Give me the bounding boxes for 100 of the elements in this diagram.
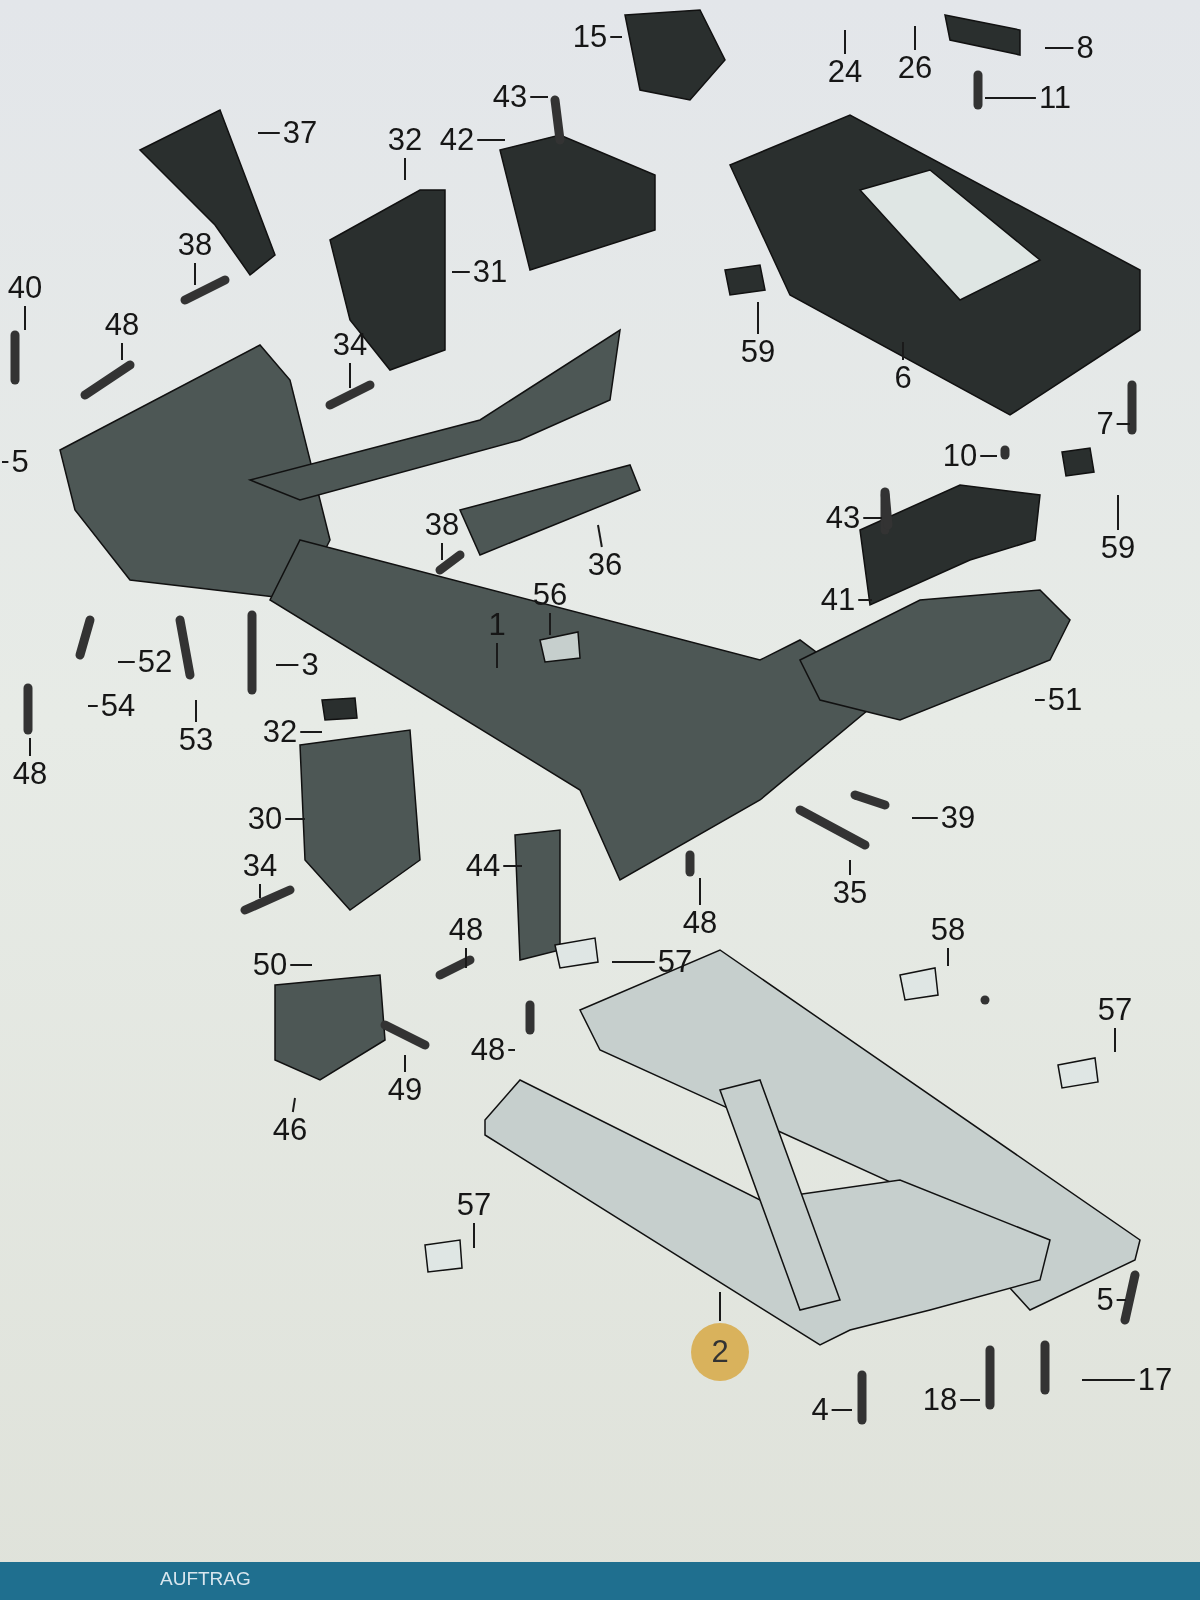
- callout-number: 43: [825, 502, 861, 534]
- leader-line: [719, 1291, 721, 1322]
- callout-number: 11: [1038, 82, 1072, 114]
- callout-number: 59: [1100, 532, 1136, 564]
- callout-number: 49: [387, 1074, 423, 1106]
- callout-number: 44: [465, 850, 501, 882]
- callout-number: 57: [657, 946, 693, 978]
- callout-number: 6: [894, 362, 912, 394]
- leader-line: [465, 947, 467, 969]
- leader-line: [914, 25, 916, 51]
- leader-line: [299, 731, 323, 733]
- callout-number: 48: [682, 907, 718, 939]
- leader-line: [1, 461, 10, 463]
- leader-line: [849, 859, 851, 876]
- leader-line: [911, 817, 939, 819]
- callout-number: 40: [7, 272, 43, 304]
- leader-line: [257, 132, 281, 134]
- callout-number: 5: [11, 446, 29, 478]
- callout-number: 36: [587, 549, 623, 581]
- leader-line: [259, 883, 261, 899]
- leader-line: [502, 865, 523, 867]
- callout-number: 43: [492, 81, 528, 113]
- leader-line: [451, 271, 471, 273]
- leader-line: [476, 139, 506, 141]
- callout-number: 17: [1137, 1364, 1173, 1396]
- callout-number: 48: [470, 1034, 506, 1066]
- leader-line: [1044, 47, 1075, 49]
- callout-number: 52: [137, 646, 173, 678]
- callout-number: 41: [820, 584, 856, 616]
- callout-number: 8: [1076, 32, 1094, 64]
- callout-number: 10: [942, 440, 978, 472]
- callout-number: 32: [387, 124, 423, 156]
- leader-line: [496, 642, 498, 669]
- callout-number: 58: [930, 914, 966, 946]
- callout-number: 57: [456, 1189, 492, 1221]
- callout-number: 30: [247, 803, 283, 835]
- callout-number: 34: [332, 329, 368, 361]
- leader-line: [830, 1409, 853, 1411]
- leader-line: [404, 1054, 406, 1073]
- leader-line: [194, 262, 196, 286]
- leader-line: [549, 612, 551, 636]
- leader-line: [1115, 1299, 1127, 1301]
- leader-line: [117, 661, 136, 663]
- leader-line: [844, 29, 846, 55]
- callout-number: 7: [1096, 408, 1114, 440]
- callout-number: 1: [488, 609, 506, 641]
- callout-number: 57: [1097, 994, 1133, 1026]
- callout-number: 48: [448, 914, 484, 946]
- leader-line: [349, 362, 351, 389]
- leader-line: [862, 517, 883, 519]
- leader-line: [857, 599, 873, 601]
- leader-line: [1114, 1027, 1116, 1053]
- leader-line: [959, 1399, 981, 1401]
- leader-line: [284, 818, 306, 820]
- leader-line: [1115, 423, 1131, 425]
- callout-number: 46: [272, 1114, 308, 1146]
- callout-number: 48: [104, 309, 140, 341]
- leader-line: [275, 664, 300, 666]
- callout-number: 5: [1096, 1284, 1114, 1316]
- callout-number: 26: [897, 52, 933, 84]
- leader-line: [757, 301, 759, 335]
- callout-number: 18: [922, 1384, 958, 1416]
- leader-line: [29, 737, 31, 757]
- callout-number: 38: [424, 509, 460, 541]
- leader-line: [507, 1049, 516, 1051]
- callout-number: 48: [12, 758, 48, 790]
- callout-number: 4: [811, 1394, 829, 1426]
- callout-number: 24: [827, 56, 863, 88]
- callout-number: 53: [178, 724, 214, 756]
- leader-line: [529, 96, 549, 98]
- leader-line: [947, 947, 949, 967]
- leader-line: [441, 542, 443, 561]
- leader-line: [699, 877, 701, 906]
- leader-line: [473, 1222, 475, 1249]
- leader-line: [1081, 1379, 1136, 1381]
- callout-number: 37: [282, 117, 318, 149]
- callout-number: 54: [100, 690, 136, 722]
- footer-label: AUFTRAG: [160, 1568, 251, 1590]
- callout-number: 35: [832, 877, 868, 909]
- leader-line: [984, 97, 1037, 99]
- leader-line: [404, 157, 406, 181]
- leader-line: [609, 36, 623, 38]
- leader-line: [24, 305, 26, 331]
- callout-number: 59: [740, 336, 776, 368]
- leader-line: [979, 455, 998, 457]
- callout-number: 56: [532, 579, 568, 611]
- callout-number: 51: [1047, 684, 1083, 716]
- leader-line: [87, 705, 99, 707]
- leader-line: [1034, 699, 1046, 701]
- callout-number: 32: [262, 716, 298, 748]
- callout-number: 3: [301, 649, 319, 681]
- callout-number: 38: [177, 229, 213, 261]
- leader-line: [1117, 494, 1119, 531]
- leader-line: [597, 524, 603, 548]
- callout-number: 34: [242, 850, 278, 882]
- callout-number: 15: [572, 21, 608, 53]
- leader-line: [195, 699, 197, 723]
- leader-line: [289, 964, 313, 966]
- leader-line: [611, 961, 656, 963]
- highlighted-callout-number: 2: [691, 1323, 749, 1381]
